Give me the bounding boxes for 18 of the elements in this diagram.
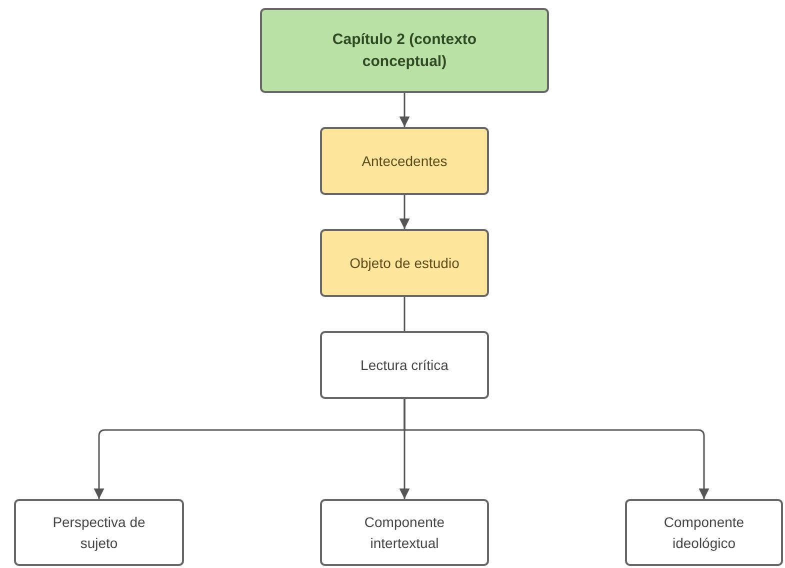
node-label: Lectura crítica (360, 356, 448, 375)
arrow (399, 93, 410, 127)
process-box (320, 331, 489, 399)
connector-line (404, 297, 406, 331)
arrow (399, 195, 410, 229)
node-label: Capítulo 2 (contexto conceptual) (331, 30, 478, 72)
node-label: Antecedentes (362, 152, 448, 171)
node-label: Componente intertextual (363, 513, 446, 552)
process-box (320, 127, 489, 195)
title-box (260, 8, 549, 93)
process-box (320, 499, 489, 566)
process-box (14, 499, 184, 566)
node-label: Perspectiva de sujeto (52, 513, 146, 553)
process-box (320, 229, 489, 297)
arrow (404, 399, 710, 499)
process-box (625, 499, 783, 566)
node-label: Objeto de estudio (350, 254, 460, 273)
node-label: Componente ideológico (662, 513, 746, 553)
